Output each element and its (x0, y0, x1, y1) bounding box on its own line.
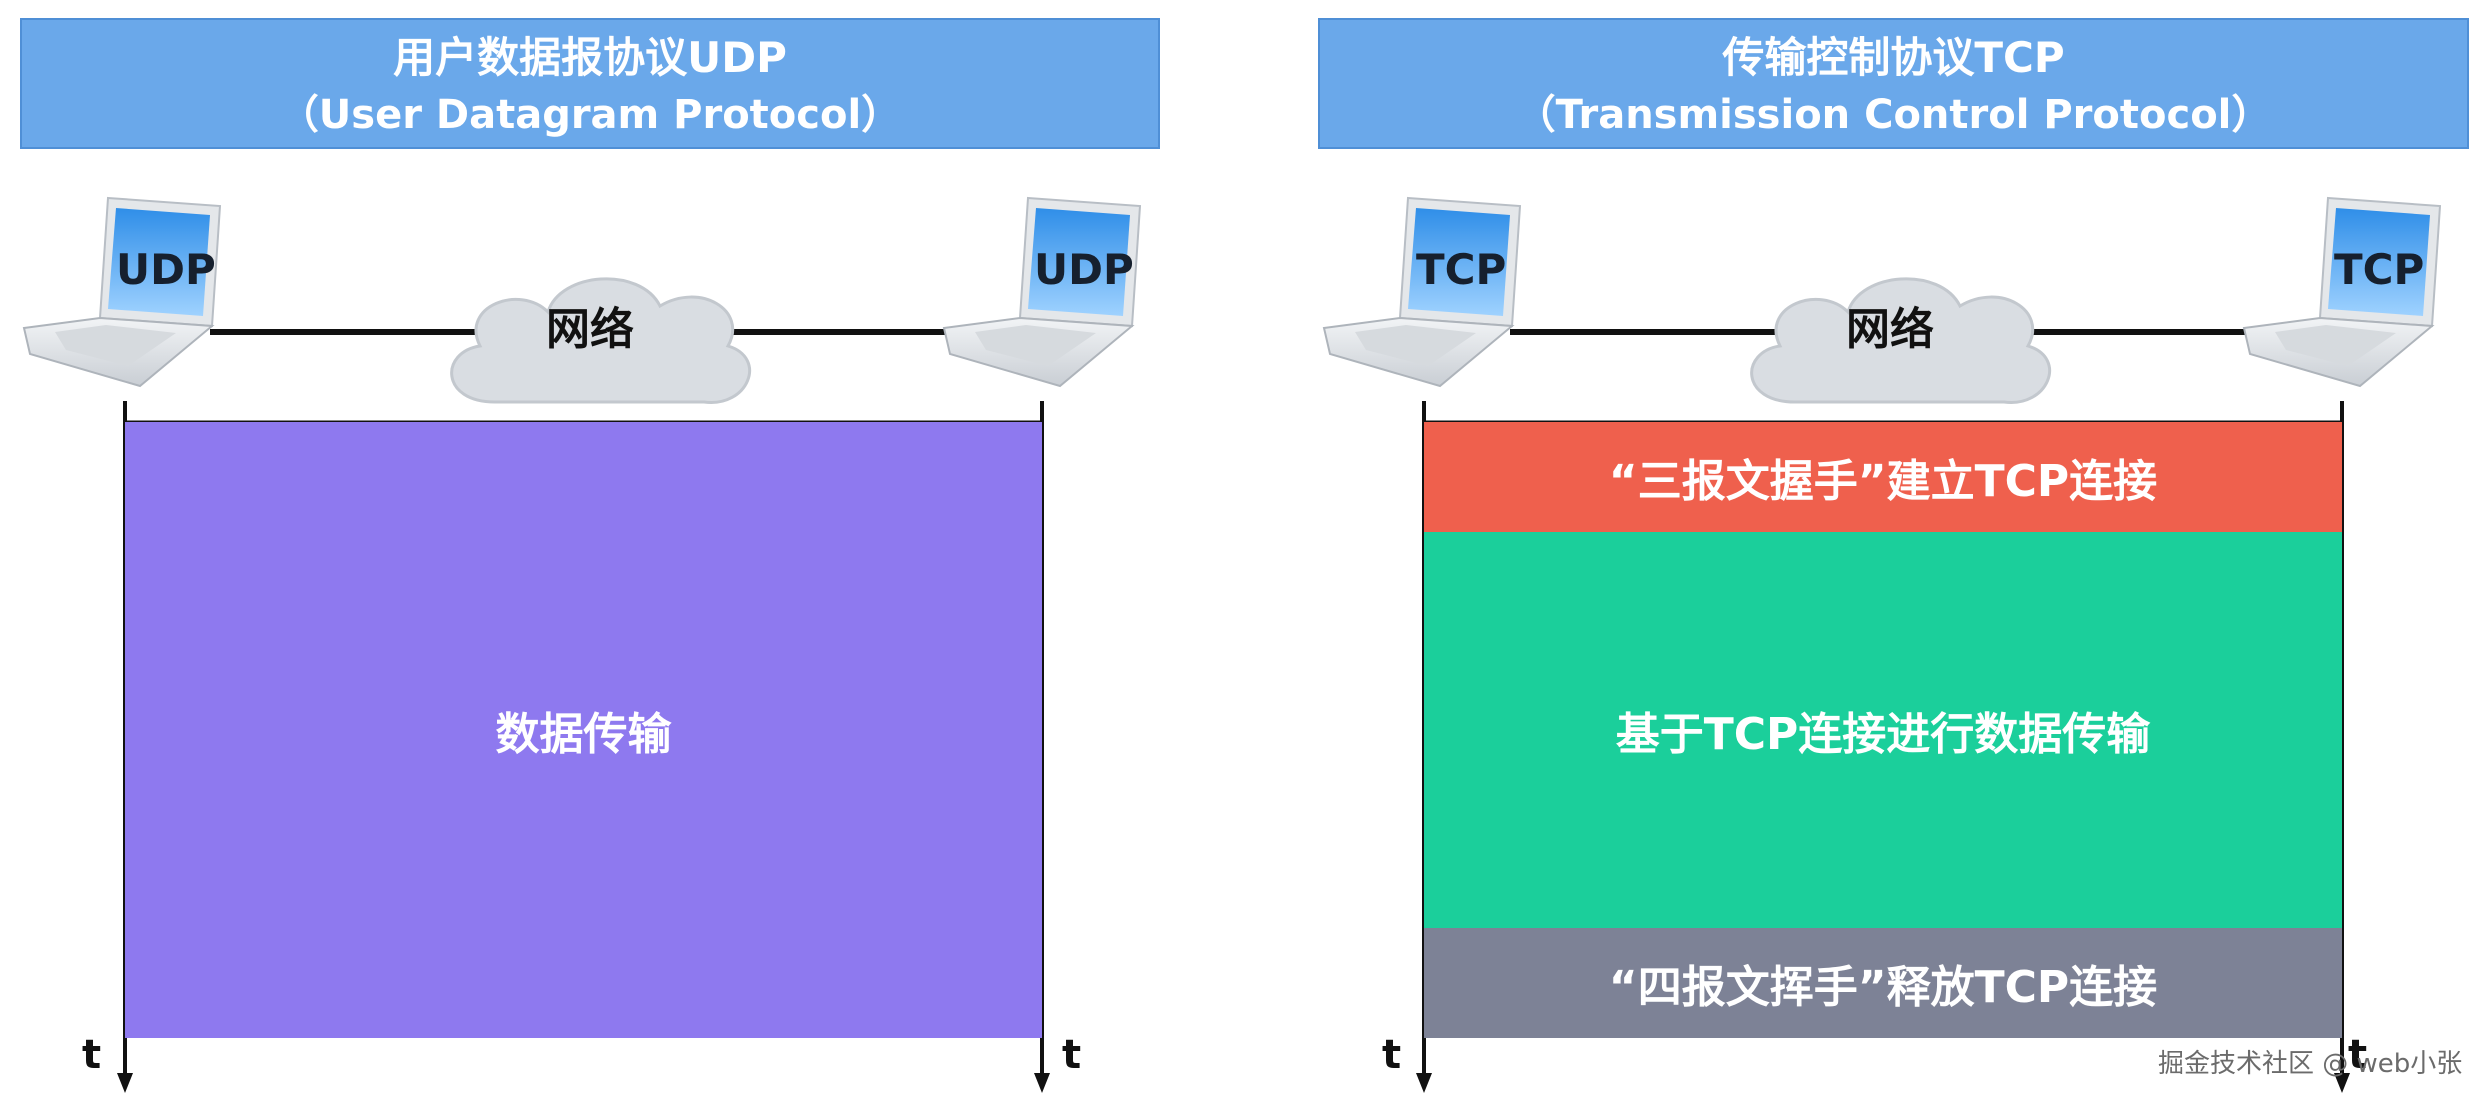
laptop-icon (1322, 196, 1522, 388)
tcp-time-axis-right: t (2348, 1032, 2368, 1078)
laptop-icon (22, 196, 222, 388)
udp-title-banner: 用户数据报协议UDP （User Datagram Protocol） (20, 18, 1160, 149)
udp-time-axis-right: t (1062, 1032, 1082, 1078)
tcp-handshake-block: “三报文握手”建立TCP连接 (1424, 422, 2342, 532)
udp-left-host-label: UDP (116, 245, 216, 294)
tcp-title-line2: （Transmission Control Protocol） (1515, 92, 2272, 138)
network-cloud-icon (450, 277, 751, 404)
udp-time-axis-left: t (82, 1032, 102, 1078)
udp-title-line2: （User Datagram Protocol） (278, 92, 902, 138)
tcp-title-banner: 传输控制协议TCP （Transmission Control Protocol… (1318, 18, 2469, 149)
tcp-wave-block: “四报文挥手”释放TCP连接 (1424, 928, 2342, 1038)
tcp-time-axis-left: t (1382, 1032, 1402, 1078)
watermark: 掘金技术社区 @ web小张 (2158, 1049, 2463, 1079)
laptop-icon (2242, 196, 2442, 388)
tcp-panel: 传输控制协议TCP （Transmission Control Protocol… (1300, 0, 2473, 1104)
tcp-network-label: 网络 (1846, 304, 1934, 355)
udp-title-line1: 用户数据报协议UDP (393, 33, 787, 82)
tcp-right-host-label: TCP (2334, 245, 2425, 294)
udp-network-label: 网络 (546, 304, 634, 355)
tcp-data-transfer-block: 基于TCP连接进行数据传输 (1424, 532, 2342, 928)
laptop-icon (942, 196, 1142, 388)
udp-right-host-label: UDP (1034, 245, 1134, 294)
udp-data-transfer-block: 数据传输 (125, 422, 1042, 1038)
tcp-title-line1: 传输控制协议TCP (1722, 33, 2065, 82)
udp-topology (0, 180, 1180, 420)
tcp-left-host-label: TCP (1416, 245, 1507, 294)
tcp-topology (1300, 180, 2473, 420)
network-cloud-icon (1750, 277, 2051, 404)
udp-panel: 用户数据报协议UDP （User Datagram Protocol） (0, 0, 1180, 1104)
